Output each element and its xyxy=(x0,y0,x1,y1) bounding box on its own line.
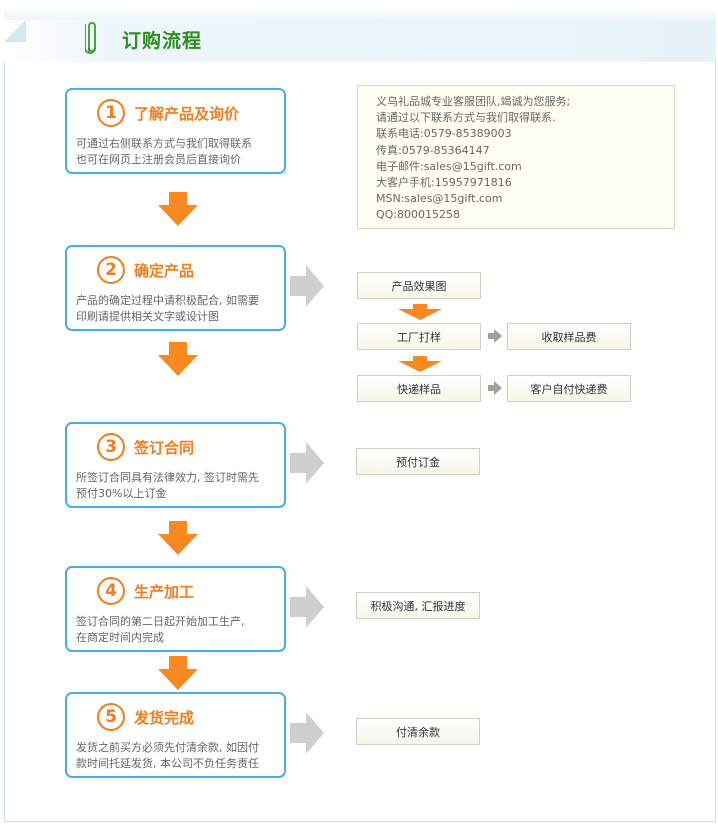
step-title: 了解产品及询价 xyxy=(134,104,240,123)
step-2-card: 2 确定产品 产品的确定过程中请积极配合, 如需要印刷请提供相关文字或设计图 xyxy=(65,245,286,331)
down-arrow-icon xyxy=(158,521,198,555)
right-arrow-icon xyxy=(290,265,324,307)
step-number: 2 xyxy=(97,256,125,284)
corner-fold xyxy=(4,20,26,42)
box-balance: 付清余款 xyxy=(356,718,480,745)
box-express-fee: 客户自付快递费 xyxy=(507,375,631,402)
down-arrow-icon xyxy=(158,342,198,376)
top-strip xyxy=(4,6,716,24)
contact-line: 请通过以下联系方式与我们取得联系. xyxy=(376,111,556,125)
step-number: 4 xyxy=(97,577,125,605)
step-number: 1 xyxy=(97,99,125,127)
contact-qq: QQ:800015258 xyxy=(376,208,461,222)
box-express-sample: 快递样品 xyxy=(357,375,481,402)
step-3-card: 3 签订合同 所签订合同具有法律效力, 签订时需先预付30%以上订金 xyxy=(65,422,286,508)
small-right-arrow-icon xyxy=(488,381,502,395)
step-description: 发货之前买方必须先付清余款, 如因付款时间托延发货, 本公司不负任务责任 xyxy=(76,741,259,770)
step-number: 5 xyxy=(97,703,125,731)
box-factory-sample: 工厂打样 xyxy=(357,323,481,350)
contact-fax: 传真:0579-85364147 xyxy=(376,143,490,157)
step-description: 签订合同的第二日起开始加工生产,在商定时间内完成 xyxy=(76,615,245,644)
paperclip-icon xyxy=(85,22,96,54)
step-title: 确定产品 xyxy=(134,261,195,280)
contact-info-panel: 义乌礼品城专业客服团队,竭诚为您服务; 请通过以下联系方式与我们取得联系. 联系… xyxy=(357,85,675,229)
box-communicate: 积极沟通, 汇报进度 xyxy=(356,592,480,619)
contact-email: 电子邮件:sales@15gift.com xyxy=(376,159,522,173)
section-header xyxy=(4,20,716,62)
step-description: 可通过右侧联系方式与我们取得联系也可在网页上注册会员后直接询价 xyxy=(76,137,252,166)
step-description: 产品的确定过程中请积极配合, 如需要印刷请提供相关文字或设计图 xyxy=(76,294,259,323)
contact-line: 义乌礼品城专业客服团队,竭诚为您服务; xyxy=(376,95,571,108)
step-title: 签订合同 xyxy=(134,438,195,457)
right-arrow-icon xyxy=(290,712,324,754)
box-sample-fee: 收取样品费 xyxy=(507,323,631,350)
step-description: 所签订合同具有法律效力, 签订时需先预付30%以上订金 xyxy=(76,471,259,500)
step-5-card: 5 发货完成 发货之前买方必须先付清余款, 如因付款时间托延发货, 本公司不负任务… xyxy=(65,692,286,778)
box-product-effect: 产品效果图 xyxy=(357,272,481,299)
step-title: 发货完成 xyxy=(134,708,195,727)
small-right-arrow-icon xyxy=(488,329,502,343)
down-arrow-icon xyxy=(158,656,198,690)
down-arrow-icon xyxy=(158,192,198,226)
page-title: 订购流程 xyxy=(122,30,203,52)
small-down-arrow-icon xyxy=(398,304,442,320)
small-down-arrow-icon xyxy=(398,356,442,372)
right-arrow-icon xyxy=(290,442,324,484)
contact-msn: MSN:sales@15gift.com xyxy=(376,192,503,206)
step-4-card: 4 生产加工 签订合同的第二日起开始加工生产,在商定时间内完成 xyxy=(65,566,286,652)
contact-phone: 联系电话:0579-85389003 xyxy=(376,127,512,141)
step-1-card: 1 了解产品及询价 可通过右侧联系方式与我们取得联系也可在网页上注册会员后直接询价 xyxy=(65,88,286,174)
contact-mobile: 大客户手机:15957971816 xyxy=(376,176,512,190)
step-number: 3 xyxy=(97,433,125,461)
box-deposit: 预付订金 xyxy=(356,448,480,475)
right-arrow-icon xyxy=(290,586,324,628)
step-title: 生产加工 xyxy=(134,582,195,601)
